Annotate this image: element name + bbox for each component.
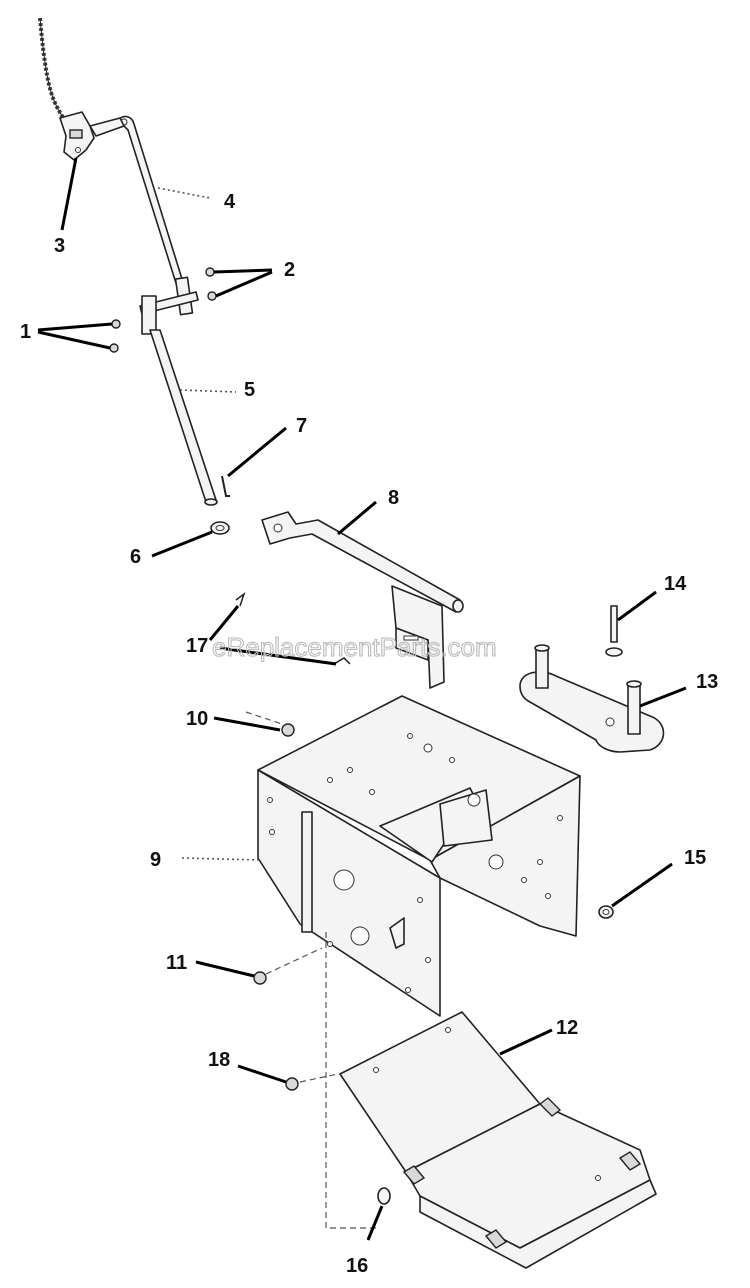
callout-14: 14 — [664, 573, 687, 595]
part-13-pivot-plate — [519, 644, 665, 753]
callout-12: 12 — [556, 1017, 578, 1039]
callout-4: 4 — [224, 191, 236, 213]
callout-8: 8 — [388, 487, 399, 509]
callout-1: 1 — [20, 321, 31, 343]
control-cable — [38, 17, 68, 124]
callout-18: 18 — [208, 1049, 230, 1071]
callout-2: 2 — [284, 259, 295, 281]
part-11-bolt — [253, 947, 323, 985]
part-3-cable-bracket — [59, 111, 95, 161]
callout-10: 10 — [186, 708, 208, 730]
part-8-shift-arm — [261, 511, 464, 689]
leader-lines — [37, 157, 687, 1241]
callout-9: 9 — [150, 849, 161, 871]
watermark: eReplacementParts.com — [212, 632, 497, 662]
part-18-bolt — [285, 1073, 339, 1091]
callout-17: 17 — [186, 635, 208, 657]
rod-coupling — [139, 291, 199, 335]
callout-6: 6 — [130, 546, 141, 568]
part-6-clip — [210, 521, 230, 535]
callout-13: 13 — [696, 671, 718, 693]
part-4-upper-rod — [89, 115, 194, 316]
part-16-bolt — [325, 932, 391, 1229]
callout-3: 3 — [54, 235, 65, 257]
part-10-nut — [245, 711, 295, 737]
callout-16: 16 — [346, 1255, 368, 1277]
part-15-washer — [598, 905, 614, 919]
part-17-pins — [235, 591, 351, 665]
part-5-lower-rod — [149, 329, 218, 506]
part-12-foot-plate — [339, 1011, 657, 1269]
part-7-pin — [221, 475, 230, 497]
callout-labels: 1 2 3 4 5 6 7 8 9 10 11 12 13 14 15 16 1… — [20, 191, 718, 1277]
callout-15: 15 — [684, 847, 706, 869]
part-14-screw — [605, 605, 623, 657]
callout-5: 5 — [244, 379, 255, 401]
callout-11: 11 — [166, 952, 187, 974]
callout-7: 7 — [296, 415, 307, 437]
part-9-main-bracket — [257, 695, 581, 1017]
